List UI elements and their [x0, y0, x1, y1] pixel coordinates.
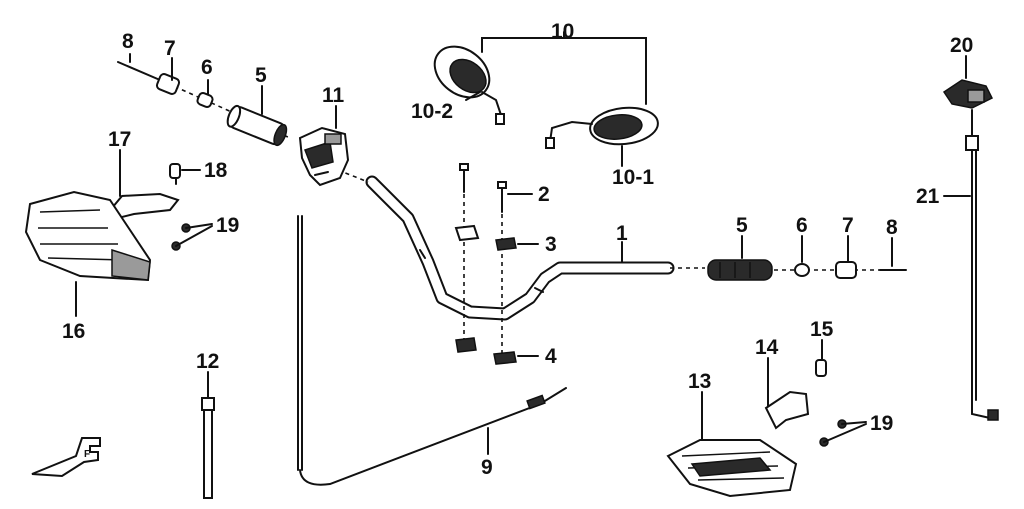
callout-10: 10	[551, 20, 574, 43]
callout-19-left: 19	[216, 214, 239, 237]
throttle-cable	[297, 215, 567, 486]
front-direction-marker: F	[31, 437, 101, 478]
callout-13: 13	[688, 370, 711, 393]
callout-8-right: 8	[886, 216, 898, 239]
callout-11: 11	[322, 84, 345, 107]
clamp-assembly	[454, 163, 517, 365]
callout-5-right: 5	[736, 214, 748, 237]
callout-12: 12	[196, 350, 219, 373]
mirror-right	[545, 106, 659, 149]
callout-5-left: 5	[255, 64, 267, 87]
callout-10-1: 10-1	[612, 166, 654, 189]
callout-labels: 8 7 6 5 11 10 10-2 10-1 20 17 18 19 16 2…	[62, 20, 973, 479]
callout-1: 1	[616, 222, 628, 245]
left-grip-group	[117, 61, 291, 147]
callout-10-2: 10-2	[411, 100, 453, 123]
leader-lines	[75, 53, 971, 455]
callout-6-right: 6	[796, 214, 808, 237]
callout-8-left: 8	[122, 30, 134, 53]
mirror-bracket	[481, 31, 647, 105]
callout-3: 3	[545, 233, 557, 256]
callout-21: 21	[916, 185, 940, 208]
cable-tie	[201, 397, 215, 499]
callout-6-left: 6	[201, 56, 213, 79]
callout-2: 2	[538, 183, 550, 206]
callout-14: 14	[755, 336, 779, 359]
callout-17: 17	[108, 128, 131, 151]
handlebar	[337, 169, 705, 321]
callout-9: 9	[481, 456, 493, 479]
right-bracket-group	[764, 359, 847, 447]
callout-19-right: 19	[870, 412, 893, 435]
brake-cable-right	[942, 79, 999, 421]
callout-15: 15	[810, 318, 834, 341]
callout-4: 4	[545, 345, 557, 368]
callout-18: 18	[204, 159, 228, 182]
mirror-left	[433, 45, 505, 125]
left-handguard	[24, 190, 152, 282]
callout-7-left: 7	[164, 37, 176, 60]
right-handguard	[666, 439, 798, 498]
front-marker-label: F	[84, 449, 90, 460]
callout-16: 16	[62, 320, 85, 343]
switch-housing	[298, 126, 350, 187]
callout-20: 20	[950, 34, 973, 57]
callout-7-right: 7	[842, 214, 854, 237]
right-grip-group	[707, 259, 907, 281]
